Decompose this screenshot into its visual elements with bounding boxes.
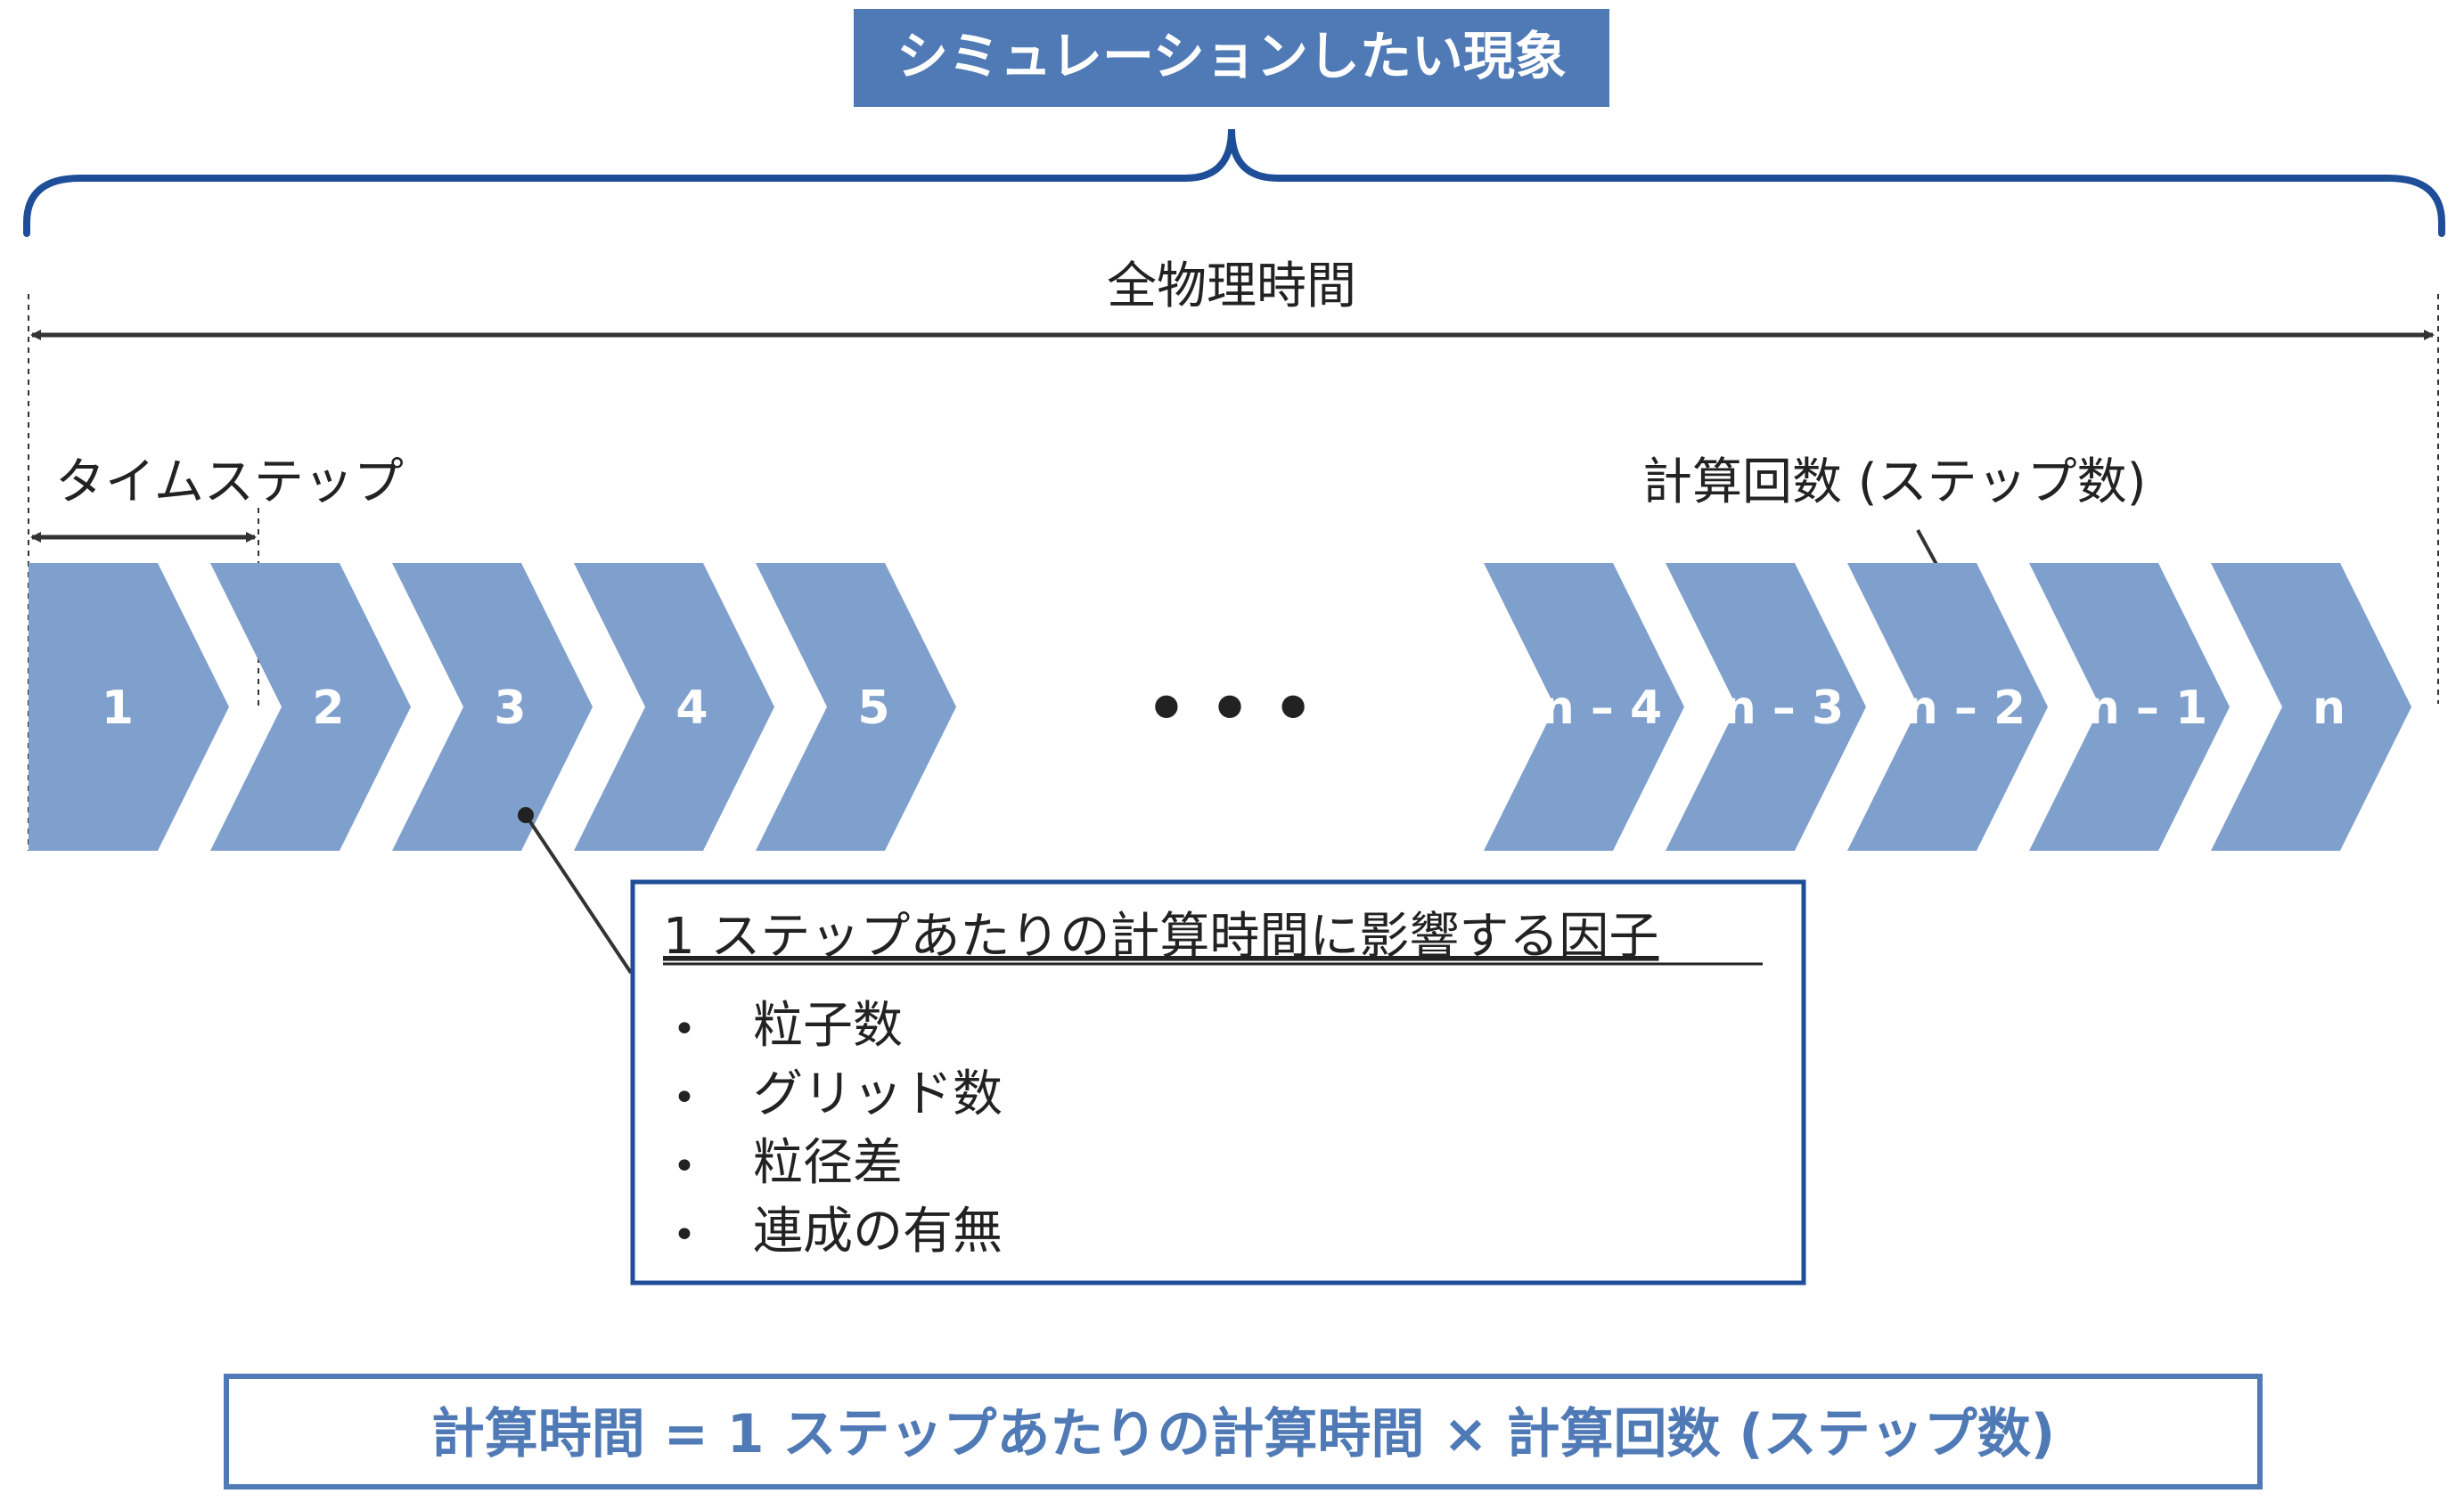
ellipsis: • • • (1146, 671, 1314, 746)
step-chevron-right-4 (2029, 563, 2230, 851)
step-label-right-5: n (2313, 682, 2345, 735)
factor-bullet: • (673, 1007, 696, 1052)
factor-pointer (524, 813, 633, 975)
step-chevron-left-5 (756, 563, 956, 851)
step-label-left-4: 4 (675, 682, 708, 735)
step-label-right-2: n – 3 (1723, 682, 1844, 735)
timestep-label: タイムステップ (55, 453, 404, 511)
step-label-right-4: n – 1 (2087, 682, 2207, 735)
factors-box (630, 879, 1806, 1286)
step-label-left-1: 1 (102, 682, 134, 735)
title: シミュレーションしたい現象 (896, 26, 1567, 86)
factor-bullet: • (673, 1144, 696, 1189)
factor-item: 粒径差 (753, 1134, 903, 1192)
step-label-left-3: 3 (494, 682, 526, 735)
step-chevron-right-2 (1666, 563, 1866, 851)
step-chevron-left-3 (392, 563, 593, 851)
step-chevron-right-1 (1484, 563, 1684, 851)
factor-bullet: • (673, 1075, 696, 1121)
factor-bullet: • (673, 1212, 696, 1258)
step-label-right-1: n – 4 (1542, 682, 1662, 735)
step-chevron-right-5 (2211, 563, 2411, 851)
factor-item: 連成の有無 (753, 1203, 1003, 1261)
step-chevron-left-1 (29, 563, 229, 851)
factor-pointer-dot (518, 807, 534, 823)
step-chevron-right-3 (1847, 563, 2048, 851)
step-chevron-left-2 (210, 563, 411, 851)
step-chevrons-left: 1 2 3 4 5 (29, 563, 956, 851)
step-chevrons-right: n – 4 n – 3 n – 2 n – 1 n (1484, 563, 2411, 851)
formula: 計算時間 = 1 ステップあたりの計算時間 × 計算回数 (ステップ数) (431, 1403, 2055, 1465)
formula-box (224, 1374, 2263, 1490)
total-time-label: 全物理時間 (1107, 257, 1356, 315)
step-label-left-5: 5 (857, 682, 889, 735)
curly-brace (23, 128, 2445, 237)
step-label-right-3: n – 2 (1905, 682, 2026, 735)
factor-item: 粒子数 (753, 997, 903, 1055)
title-box (854, 9, 1609, 107)
factors-list: • 粒子数 • グリッド数 • 粒径差 • 連成の有無 (673, 997, 1003, 1261)
factor-item: グリッド数 (753, 1065, 1003, 1123)
factors-heading: 1 ステップあたりの計算時間に影響する因子 (663, 908, 1658, 966)
step-label-left-2: 2 (312, 682, 344, 735)
step-count-label: 計算回数 (ステップ数) (1642, 453, 2147, 511)
step-chevron-left-4 (574, 563, 774, 851)
